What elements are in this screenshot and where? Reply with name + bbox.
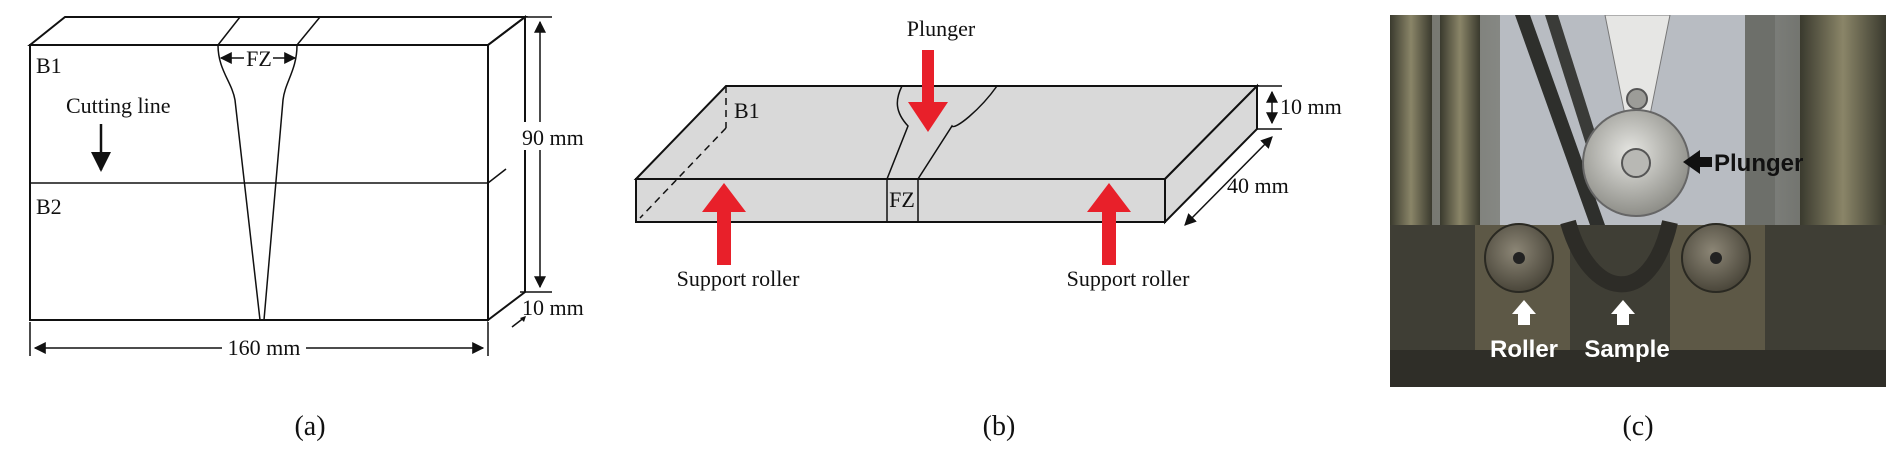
panel-a-dim-thickness-head (520, 316, 526, 322)
photo-roller-right-hub (1710, 252, 1722, 264)
panel-a-cutting-line-label: Cutting line (66, 93, 171, 118)
panel-a-dim-length-bg (222, 334, 306, 360)
panel-b-hidden-edge-diagonal (639, 127, 727, 219)
photo-plunger-label: Plunger (1714, 150, 1803, 177)
panel-a-b1-label: B1 (36, 53, 62, 78)
panel-b-caption: (b) (983, 411, 1016, 442)
photo-rod-left (1515, 15, 1605, 225)
photo-roller-pointer-icon (1512, 300, 1536, 325)
panel-a-dim-height-bg (518, 122, 588, 150)
panel-a-cutting-line-side (487, 168, 507, 184)
photo-plunger-hub (1621, 148, 1651, 178)
panel-b-dim-thickness: 10 mm (1280, 94, 1342, 119)
panel-b-plunger-label: Plunger (907, 16, 976, 41)
photo-pole-left-inner (1440, 15, 1480, 245)
panel-a-block-diagram: FZ B1 B2 Cutting line 90 mm 10 mm 160 mm… (27, 14, 588, 442)
panel-b-support-right-label: Support roller (1067, 266, 1190, 291)
panel-a-fz-top-left (217, 16, 241, 46)
panel-a-dim-thickness: 10 mm (522, 295, 584, 320)
panel-b-support-left-label: Support roller (677, 266, 800, 291)
panel-b-top-face (633, 85, 1260, 180)
panel-b-b1-label: B1 (734, 98, 760, 123)
photo-frame-right (1745, 15, 1775, 245)
panel-b-fz-right (917, 85, 998, 222)
panel-b-dim-width: 40 mm (1227, 173, 1289, 198)
panel-c-photo: Plunger Roller Sample (c) (1390, 15, 1886, 442)
panel-b-fz-left (886, 85, 909, 222)
panel-a-dim-height: 90 mm (522, 125, 584, 150)
panel-b-plunger-arrow (908, 50, 948, 132)
panel-b-support-right-arrow (1087, 183, 1131, 265)
photo-bent-sample (1560, 219, 1678, 293)
photo-sample-label: Sample (1584, 336, 1669, 363)
panel-a-b2-label: B2 (36, 194, 62, 219)
panel-b-support-left-arrow (702, 183, 746, 265)
panel-a-side-face (487, 14, 526, 323)
photo-plunger-pointer-icon (1683, 150, 1712, 174)
panel-a-caption: (a) (294, 411, 325, 442)
panel-a-fusion-zone (217, 44, 298, 321)
photo-roller-label: Roller (1490, 336, 1558, 363)
panel-b-bend-test-diagram: FZ B1 Plunger Support roller Support rol… (633, 16, 1342, 442)
photo-roller-left-hub (1513, 252, 1525, 264)
photo-sample-pointer-icon (1611, 300, 1635, 325)
photo-base-bottom (1390, 350, 1886, 387)
panel-a-fz-label: FZ (246, 46, 272, 71)
panel-a-top-face (27, 16, 528, 46)
photo-plunger-pin (1626, 88, 1648, 110)
panel-b-fz-label: FZ (889, 187, 915, 212)
panel-c-caption: (c) (1622, 411, 1653, 442)
panel-a-dim-length: 160 mm (228, 335, 301, 360)
panel-b-dim-width-line (1184, 136, 1273, 226)
panel-a-fz-top-right (296, 16, 321, 46)
